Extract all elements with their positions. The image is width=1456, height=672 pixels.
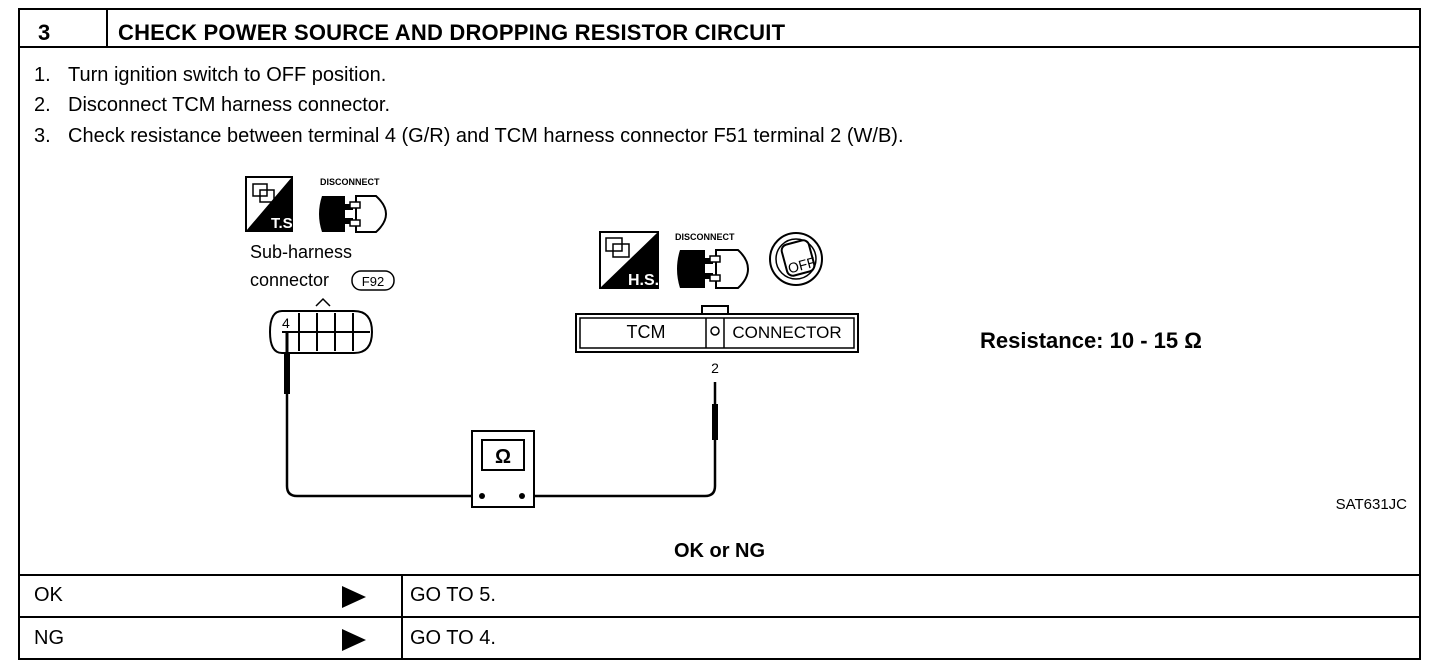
subharness-label-line2: connector xyxy=(250,270,329,290)
svg-text:F92: F92 xyxy=(362,274,384,289)
probe-left xyxy=(284,352,290,394)
terminal-2-label: 2 xyxy=(711,360,719,376)
step-title: CHECK POWER SOURCE AND DROPPING RESISTOR… xyxy=(118,20,786,45)
circuit-diagram: T.S. DISCONNECT Sub-harness connector F9… xyxy=(245,176,859,508)
procedure-frame: 3 CHECK POWER SOURCE AND DROPPING RESIST… xyxy=(18,8,1421,660)
svg-text:H.S.: H.S. xyxy=(628,272,659,289)
ignition-key-icon: OFF xyxy=(769,232,823,286)
caret-icon xyxy=(315,297,331,307)
hs-icon: H.S. xyxy=(599,231,659,289)
connector-label: CONNECTOR xyxy=(732,323,841,342)
instruction-3: 3.Check resistance between terminal 4 (G… xyxy=(34,125,904,147)
instruction-2: 2.Disconnect TCM harness connector. xyxy=(34,94,391,116)
lead-wire-right xyxy=(520,440,717,498)
disconnect-icon: DISCONNECT xyxy=(675,232,750,289)
instruction-1: 1.Turn ignition switch to OFF position. xyxy=(34,64,387,86)
step-number: 3 xyxy=(38,20,51,45)
figure-code: SAT631JC xyxy=(1335,496,1407,513)
ohm-symbol: Ω xyxy=(495,446,511,468)
arrow-right-icon xyxy=(342,629,366,651)
result-ok-label: OK xyxy=(34,584,63,606)
ohmmeter: Ω xyxy=(471,430,535,508)
terminal-4-label: 4 xyxy=(282,315,290,331)
connector-id-badge: F92 xyxy=(351,270,395,291)
subharness-connector: 4 xyxy=(268,310,374,354)
result-ng-action: GO TO 4. xyxy=(410,627,496,649)
result-rule-middle xyxy=(20,616,1419,618)
result-ok-action: GO TO 5. xyxy=(410,584,496,606)
subharness-label-line1: Sub-harness xyxy=(250,242,352,262)
tcm-connector: TCM CONNECTOR xyxy=(575,305,859,353)
probe-right xyxy=(712,404,718,440)
svg-text:DISCONNECT: DISCONNECT xyxy=(675,232,735,242)
result-divider xyxy=(401,574,403,660)
arrow-right-icon xyxy=(342,586,366,608)
header-divider xyxy=(106,10,108,46)
result-ng-label: NG xyxy=(34,627,64,649)
resistance-spec: Resistance: 10 - 15 Ω xyxy=(980,328,1202,353)
disconnect-icon: DISCONNECT xyxy=(319,177,388,233)
svg-text:OFF: OFF xyxy=(786,254,817,277)
lead-wire-left xyxy=(285,394,482,498)
svg-text:DISCONNECT: DISCONNECT xyxy=(320,177,380,187)
header-rule xyxy=(20,46,1419,48)
svg-text:T.S.: T.S. xyxy=(271,215,297,232)
ok-or-ng-prompt: OK or NG xyxy=(673,540,766,562)
tcm-label: TCM xyxy=(627,322,666,342)
result-rule-top xyxy=(20,574,1419,576)
ts-icon: T.S. xyxy=(245,176,297,232)
